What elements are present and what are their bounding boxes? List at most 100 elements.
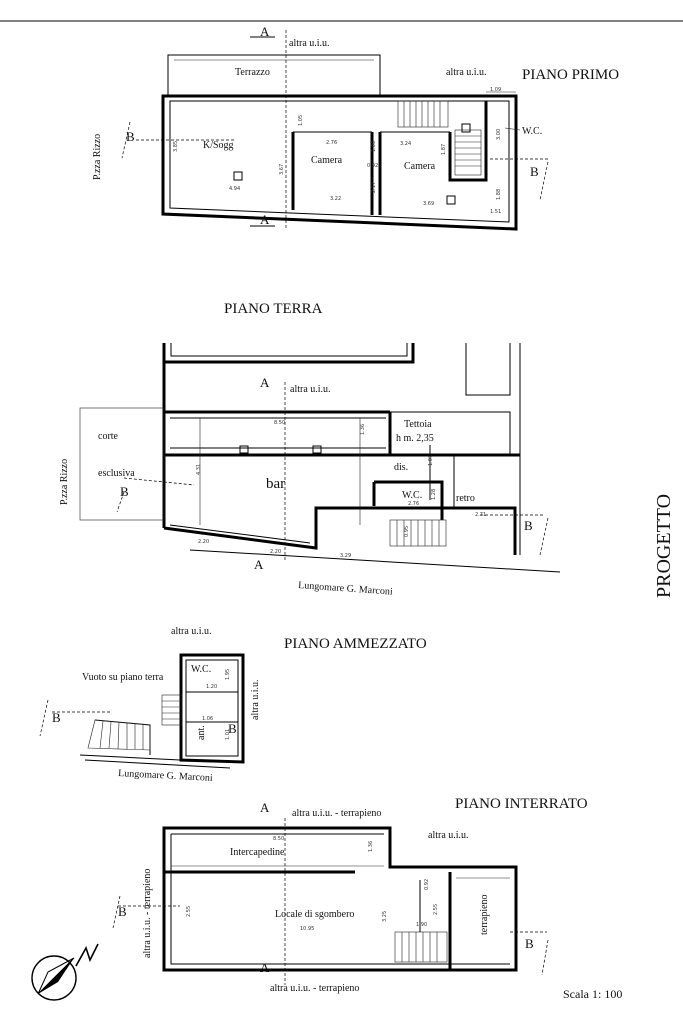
section-mark-a-terra-bottom: A: [254, 557, 264, 572]
street-label-terra-bottom: Lungomare G. Marconi: [298, 580, 393, 598]
chimney-2: [446, 195, 456, 205]
street-label-primo: P.zza Rizzo: [92, 134, 103, 180]
chimney-1: [233, 171, 243, 181]
north-arrow-icon: [31, 943, 99, 1001]
court-outline: [79, 407, 165, 521]
front-inner: [169, 524, 311, 544]
svg-text:1.05: 1.05: [298, 115, 304, 126]
svg-text:1.88: 1.88: [496, 189, 502, 200]
court-label-2: esclusiva: [98, 468, 135, 479]
room-label-terrapieno: terrapieno: [479, 894, 490, 935]
section-line-b-terra-right: [480, 514, 549, 556]
plan-piano-terra: PIANO TERRA altra u.i.u. corte esclusiva: [59, 301, 561, 598]
room-label-wc-primo: W.C.: [522, 126, 542, 137]
room-label-locale: Locale di sgombero: [275, 909, 354, 920]
street-edge-ammezzato: [84, 759, 231, 769]
svg-text:1.36: 1.36: [368, 841, 374, 852]
stairs-ammezzato: [87, 694, 183, 751]
neighbor-inner: [170, 343, 408, 357]
stairs-terra: [389, 519, 447, 547]
svg-text:1.09: 1.09: [490, 87, 501, 93]
svg-text:1.95: 1.95: [225, 669, 231, 680]
svg-text:1.20: 1.20: [206, 684, 217, 690]
room-label-ksogg: K/Sogg: [203, 140, 234, 151]
street-label-terra-left: P.zza Rizzo: [59, 459, 70, 505]
inner-walls-primo: [169, 100, 510, 223]
room-label-camera-1: Camera: [311, 155, 343, 166]
neighbor-label-interrato-left: altra u.i.u. - terrapieno: [142, 869, 153, 958]
neighbor-label-ammezzato-right: altra u.i.u.: [250, 679, 261, 720]
room-label-retro: retro: [456, 493, 475, 504]
svg-text:8.50: 8.50: [274, 420, 285, 426]
section-mark-b-terra-right: B: [524, 518, 533, 533]
section-mark-a-interrato-top: A: [260, 800, 270, 815]
section-mark-a-terra-top: A: [260, 375, 270, 390]
section-line-b-left: [121, 121, 236, 159]
svg-text:1.06: 1.06: [202, 716, 213, 722]
section-mark-b-interrato-right: B: [525, 936, 534, 951]
svg-text:3.85: 3.85: [173, 141, 179, 152]
scale-label: Scala 1: 100: [563, 987, 622, 1001]
section-mark-b-terra-left: B: [120, 484, 129, 499]
title-piano-primo: PIANO PRIMO: [522, 67, 619, 83]
neighbor-right: [465, 343, 521, 555]
svg-text:3.29: 3.29: [340, 553, 351, 559]
room-label-intercapedine: Intercapedine: [230, 847, 285, 858]
terrace-outline: [167, 54, 381, 96]
neighbor-label-interrato-top: altra u.i.u. - terrapieno: [292, 808, 381, 819]
dimensions-ammezzato: 1.20 1.06 1.95 1.01: [202, 669, 231, 740]
neighbor-label-top: altra u.i.u.: [289, 38, 330, 49]
svg-text:2.55: 2.55: [433, 904, 439, 915]
section-line-b-interrato-right: [510, 931, 549, 976]
section-mark-a-top: A: [260, 24, 270, 39]
room-label-bar: bar: [266, 476, 285, 492]
section-mark-b-right: B: [530, 164, 539, 179]
outer-walls-terra: [163, 453, 520, 555]
svg-text:0.92: 0.92: [367, 163, 378, 169]
room-label-wc-ammezzato: W.C.: [191, 664, 211, 675]
section-mark-b-left: B: [126, 129, 135, 144]
wc-leader: [504, 127, 521, 131]
room-label-wc-terra: W.C.: [402, 490, 422, 501]
svg-text:2.20: 2.20: [198, 539, 209, 545]
svg-text:3.22: 3.22: [330, 196, 341, 202]
neighbor-label-interrato-bottom: altra u.i.u. - terrapieno: [270, 983, 359, 994]
section-line-b-ammezzato-left: [39, 699, 110, 737]
svg-text:4.94: 4.94: [229, 186, 240, 192]
svg-text:1.01: 1.01: [428, 455, 434, 466]
room-label-ant: ant.: [196, 725, 207, 740]
wc-walls-terra: [372, 480, 444, 520]
svg-text:1.01: 1.01: [225, 729, 231, 740]
inner-walls-ammezzato: [185, 659, 239, 757]
svg-text:10.95: 10.95: [300, 926, 314, 932]
plan-piano-ammezzato: PIANO AMMEZZATO altra u.i.u. altra u.i.u…: [39, 626, 427, 784]
partition-3: [370, 132, 382, 215]
room-label-terrazzo: Terrazzo: [235, 67, 270, 78]
section-line-b-terra-left: [116, 477, 195, 513]
neighbor-label-ammezzato-top: altra u.i.u.: [171, 626, 212, 637]
neighbor-label-right: altra u.i.u.: [446, 67, 487, 78]
room-label-tettoia-height: h m. 2,35: [396, 433, 434, 444]
room-label-tettoia: Tettoia: [404, 419, 432, 430]
svg-text:1.28: 1.28: [431, 489, 437, 500]
svg-text:1.00: 1.00: [371, 141, 377, 152]
svg-text:8.50: 8.50: [273, 836, 284, 842]
outer-walls-primo: [161, 94, 518, 231]
section-mark-b-interrato-left: B: [118, 904, 127, 919]
svg-text:3.67: 3.67: [279, 164, 285, 175]
svg-text:1.36: 1.36: [360, 424, 366, 435]
neighbor-label-interrato-right: altra u.i.u.: [428, 830, 469, 841]
stairs-primo: [397, 100, 482, 176]
neighbor-walls: [162, 343, 415, 528]
pillar-2: [312, 445, 322, 454]
svg-text:1.51: 1.51: [490, 209, 501, 215]
pillar-1: [239, 445, 249, 454]
project-banner-title: PROGETTO: [653, 494, 675, 598]
neighbor-label-terra: altra u.i.u.: [290, 384, 331, 395]
section-line-b-interrato-left: [112, 895, 180, 929]
svg-text:3.25: 3.25: [382, 911, 388, 922]
outer-walls-interrato: [162, 826, 518, 972]
section-line-b-right: [490, 158, 549, 201]
title-piano-ammezzato: PIANO AMMEZZATO: [284, 636, 427, 652]
